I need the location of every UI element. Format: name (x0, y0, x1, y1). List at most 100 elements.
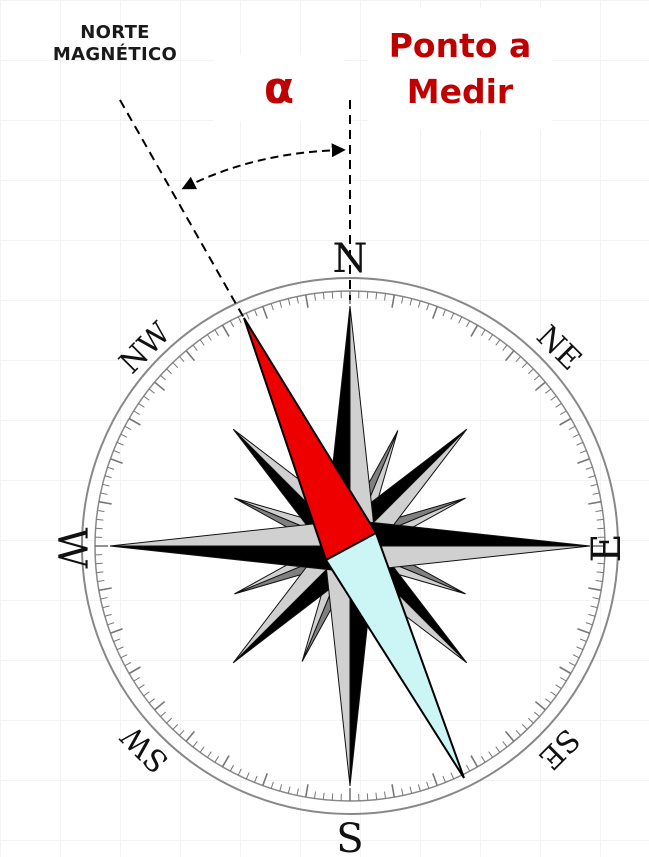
tick-mark (551, 396, 557, 400)
tick-mark (107, 467, 114, 469)
angle-arc (184, 150, 343, 188)
tick-mark (167, 718, 172, 723)
tick-mark (101, 493, 108, 494)
tick-mark (107, 623, 114, 625)
tick-mark (577, 647, 583, 650)
tick-mark (392, 784, 394, 797)
magnetic-north-label-line2: MAGNÉTICO (30, 44, 200, 66)
tick-mark (427, 303, 429, 310)
tick-mark (376, 793, 377, 800)
tick-mark (193, 741, 197, 747)
tick-mark (288, 299, 290, 306)
tick-mark (597, 519, 604, 520)
tick-mark (129, 419, 140, 426)
tick-mark (466, 321, 469, 327)
tick-mark (280, 784, 282, 791)
tick-mark (506, 351, 514, 361)
tick-mark (121, 434, 127, 437)
tick-mark (522, 363, 527, 368)
angle-alpha-label: α (213, 55, 345, 121)
tick-mark (193, 345, 197, 351)
tick-mark (105, 476, 112, 478)
tick-mark (238, 769, 241, 775)
tick-mark (97, 511, 104, 512)
tick-mark (306, 784, 308, 797)
tick-mark (560, 411, 566, 415)
tick-mark (114, 639, 120, 642)
tick-mark (230, 321, 233, 327)
tick-mark (560, 677, 566, 681)
tick-mark (418, 301, 420, 308)
tick-mark (597, 572, 604, 573)
tick-mark (173, 724, 178, 729)
tick-mark (503, 741, 507, 747)
tick-mark (588, 502, 601, 504)
tick-mark (103, 484, 110, 486)
tick-mark (160, 712, 165, 717)
tick-mark (466, 765, 469, 771)
tick-mark (315, 293, 316, 300)
tick-mark (545, 699, 551, 703)
tick-mark (96, 572, 103, 573)
tick-mark (144, 692, 150, 696)
tick-mark (593, 598, 600, 599)
tick-mark (117, 647, 123, 650)
tick-mark (376, 292, 377, 299)
tick-mark (588, 588, 601, 590)
tick-mark (99, 588, 112, 590)
tick-mark (238, 317, 241, 323)
tick-mark (534, 375, 539, 380)
tick-mark (588, 614, 595, 616)
compass-label-ne: NE (529, 319, 588, 378)
tick-mark (323, 793, 324, 800)
tick-mark (315, 792, 316, 799)
tick-mark (179, 730, 184, 735)
tick-mark (254, 776, 257, 782)
tick-mark (560, 667, 571, 674)
magnetic-north-dashed-line (120, 100, 244, 318)
tick-mark (560, 419, 571, 426)
tick-mark (588, 476, 595, 478)
tick-mark (215, 756, 219, 762)
tick-mark (489, 752, 493, 758)
measure-point-label: Ponto a Medir (368, 8, 552, 130)
tick-mark (139, 685, 145, 689)
tick-mark (103, 606, 110, 608)
tick-mark (121, 655, 127, 658)
tick-mark (556, 403, 562, 407)
tick-mark (110, 459, 122, 463)
tick-mark (385, 792, 386, 799)
alpha-symbol: α (264, 63, 294, 114)
tick-mark (556, 685, 562, 689)
tick-mark (223, 325, 230, 336)
tick-mark (481, 756, 485, 762)
tick-mark (110, 629, 122, 633)
tick-mark (535, 382, 545, 390)
tick-mark (186, 351, 194, 361)
tick-mark (418, 784, 420, 791)
tick-mark (506, 731, 514, 741)
tick-mark (591, 484, 598, 486)
tick-mark (306, 295, 308, 308)
tick-mark (134, 411, 140, 415)
compass-label-sw: SW (115, 718, 176, 779)
tick-mark (149, 389, 155, 393)
tick-mark (596, 511, 603, 512)
tick-mark (149, 699, 155, 703)
tick-mark (167, 369, 172, 374)
tick-mark (577, 459, 589, 463)
tick-mark (215, 330, 219, 336)
tick-mark (392, 295, 394, 308)
tick-mark (114, 450, 120, 453)
tick-mark (254, 310, 257, 316)
tick-mark (528, 369, 533, 374)
tick-mark (125, 426, 131, 429)
tick-mark (443, 310, 446, 316)
compass-label-n: N (333, 236, 368, 282)
rose-cardinal-point-left (110, 546, 350, 572)
tick-mark (580, 450, 586, 453)
compass-label-se: SE (531, 721, 586, 776)
tick-mark (97, 581, 104, 582)
tick-mark (410, 787, 412, 794)
tick-mark (586, 467, 593, 469)
